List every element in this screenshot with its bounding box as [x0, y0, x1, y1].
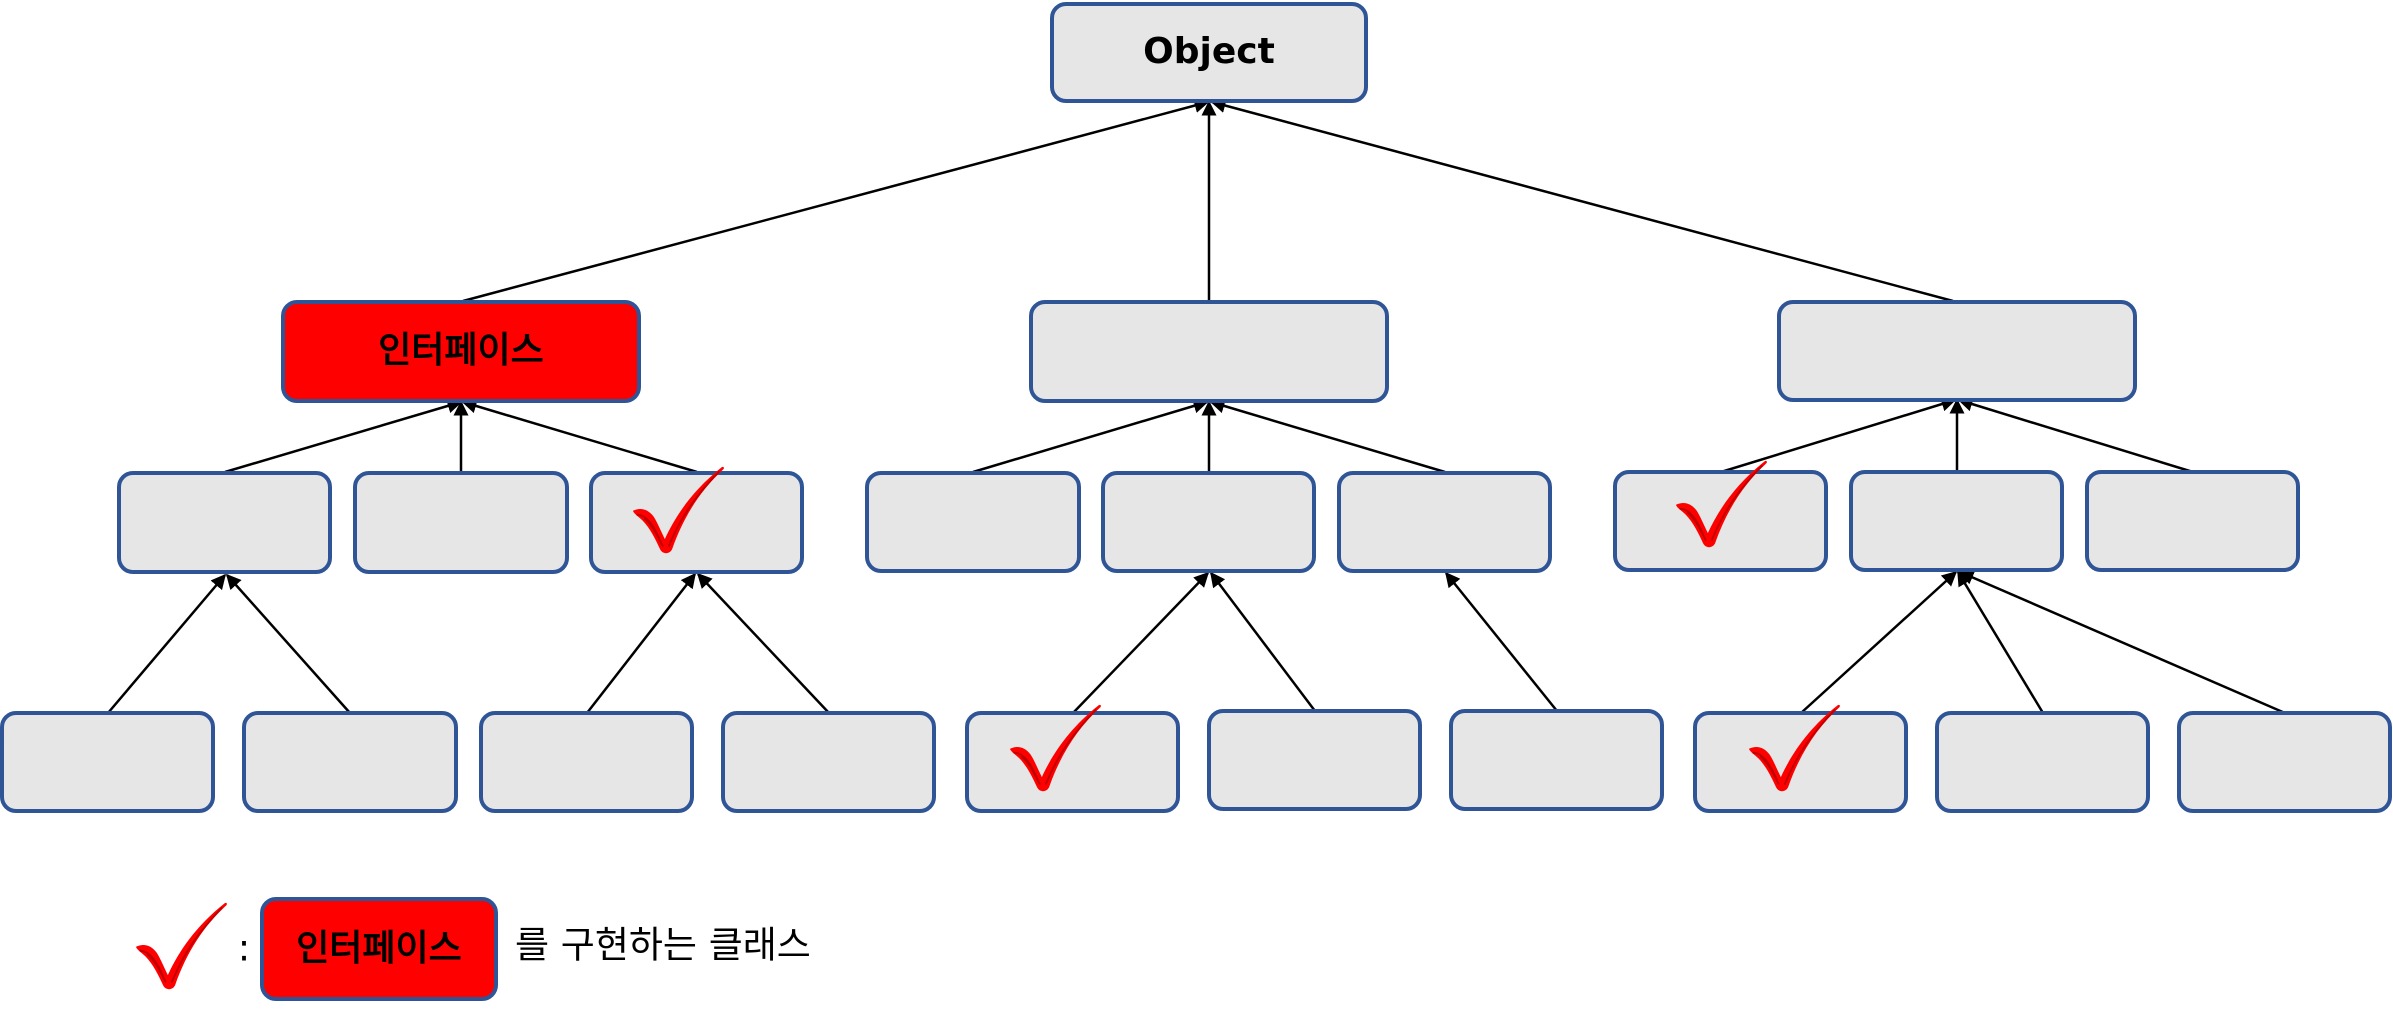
- edge-l2-6-to-class-b: [1209, 398, 1446, 474]
- legend-interface-box: 인터페이스: [260, 897, 498, 1001]
- edge-interface-to-object: [462, 98, 1210, 303]
- class-node-l3-4: [721, 711, 936, 813]
- edge-l3-2-to-l2-1: [226, 573, 351, 714]
- class-node-l2-6: [1337, 471, 1552, 573]
- class-node-l2-9: [2085, 470, 2300, 572]
- legend-separator: :: [238, 927, 250, 970]
- class-node-l3-2: [242, 711, 458, 813]
- edge-l3-7-to-l2-6: [1445, 571, 1558, 712]
- class-node-l3-10: [2177, 711, 2392, 813]
- class-node-l2-4: [865, 471, 1081, 573]
- edge-class-c-to-object: [1210, 98, 1954, 303]
- edges: [107, 98, 2286, 715]
- class-node-b: [1029, 300, 1389, 403]
- class-node-l3-1: [0, 711, 215, 813]
- edge-l2-7-to-class-c: [1720, 396, 1957, 474]
- legend-description: 를 구현하는 클래스: [515, 924, 811, 967]
- edge-l3-4-to-l2-3: [696, 572, 830, 714]
- edge-l2-4-to-class-b: [972, 398, 1209, 474]
- object-node: Object: [1050, 2, 1368, 103]
- class-node-l2-8: [1849, 470, 2064, 572]
- class-node-c: [1777, 300, 2137, 402]
- class-node-l3-5: [965, 711, 1180, 813]
- class-node-l2-2: [353, 471, 569, 574]
- legend-interface-label: 인터페이스: [296, 928, 462, 969]
- class-node-l2-5: [1101, 471, 1316, 573]
- edge-l3-9-to-l2-8: [1956, 570, 2045, 714]
- object-label: Object: [1143, 31, 1275, 72]
- class-node-l3-6: [1207, 709, 1422, 811]
- edge-l3-6-to-l2-5: [1210, 571, 1316, 712]
- interface-label: 인터페이스: [378, 330, 544, 371]
- edge-l2-1-to-interface: [224, 398, 463, 474]
- legend: : 인터페이스 를 구현하는 클래스: [134, 897, 811, 1001]
- edge-l2-9-to-class-c: [1957, 396, 2194, 474]
- edge-l3-1-to-l2-1: [107, 573, 226, 714]
- edge-l2-3-to-interface: [461, 398, 698, 474]
- class-node-l3-3: [479, 711, 694, 813]
- class-node-l3-9: [1935, 711, 2150, 813]
- edge-l3-5-to-l2-5: [1072, 571, 1210, 714]
- check-mark-icon: [134, 901, 228, 991]
- class-node-l2-3: [589, 471, 804, 574]
- edge-l3-3-to-l2-3: [586, 572, 696, 714]
- edge-l3-8-to-l2-8: [1800, 570, 1958, 714]
- class-node-l3-7: [1449, 709, 1664, 811]
- edge-l3-10-to-l2-8: [1958, 570, 2286, 715]
- class-node-l3-8: [1693, 711, 1908, 813]
- class-node-l2-1: [117, 471, 332, 574]
- interface-node: 인터페이스: [281, 300, 641, 403]
